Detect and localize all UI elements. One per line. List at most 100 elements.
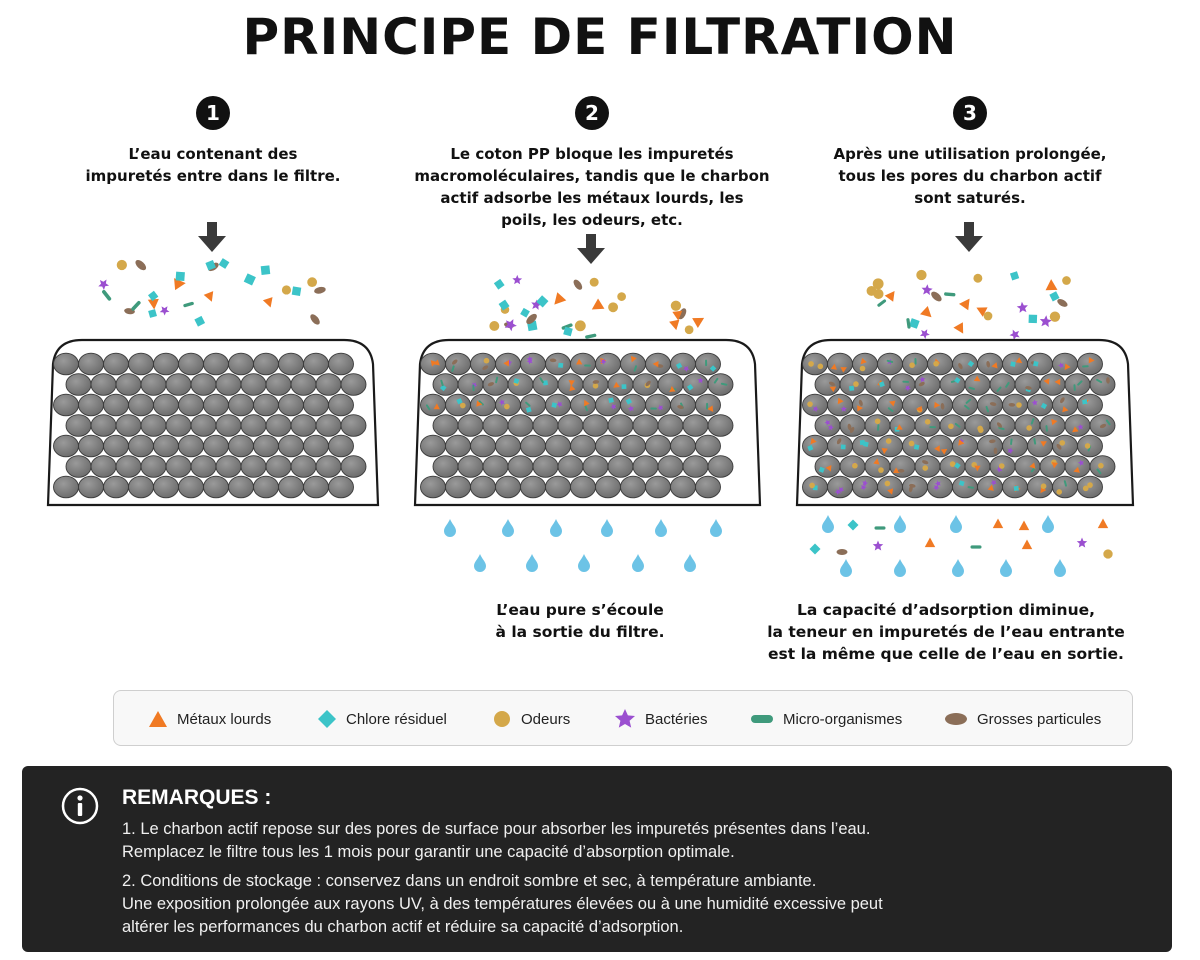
heavy-metal-particle [934,401,941,409]
chlorine-particle [218,258,230,269]
carbon-granule [952,434,978,458]
note-line: 1. Le charbon actif repose sur des pores… [122,820,871,838]
large-particle [592,380,600,384]
heavy-metal-particle [825,465,832,472]
microorganism-particle [1045,425,1048,432]
heavy-metal-particle [613,381,620,388]
large-particle [482,365,489,370]
carbon-granule [707,373,734,396]
carbon-granule [303,352,329,376]
carbon-granule [852,393,878,417]
carbon-granule [620,434,646,458]
odor-particle [885,438,892,444]
carbon-granule [632,414,659,437]
microorganism-particle [954,422,961,428]
chlorine-particle [1033,361,1039,367]
carbon-granule [303,393,329,417]
microorganism-particle [539,377,544,384]
carbon-granule [420,393,446,417]
filtration-diagram [46,222,1135,577]
carbon-granule [827,393,853,417]
odor-particle [281,285,292,295]
carbon-granule [1002,434,1028,458]
carbon-granule [78,393,104,417]
carbon-granule [877,475,903,499]
chlorine-particle [608,397,614,404]
ellipse-icon [945,713,967,725]
carbon-granule [103,393,129,417]
step-2-line: Le coton PP bloque les impuretés [450,145,734,163]
microorganism-particle [1105,419,1111,426]
carbon-granule [814,455,841,478]
large-particle [310,314,320,325]
heavy-metal-particle [976,307,988,317]
microorganism-particle [968,386,975,390]
carbon-granule [457,373,484,396]
bacteria-particle [610,403,617,411]
carbon-granule [253,393,279,417]
odor-particle [589,277,599,287]
carbon-granule [340,455,367,478]
large-particle [918,381,925,387]
bacteria-particle [526,358,533,365]
water-drop-icon [655,519,667,537]
step-1-number: 1 [196,96,230,130]
carbon-granule [927,393,953,417]
heavy-metal-particle [959,298,970,311]
carbon-granule [802,352,828,376]
carbon-granule [215,373,242,396]
bacteria-particle [627,405,634,412]
heavy-metal-particle [884,290,895,302]
chlorine-particle [536,295,549,308]
large-particle [1099,423,1107,429]
carbon-granule [1052,352,1078,376]
microorganism-particle [183,301,194,308]
carbon-granule [1077,352,1103,376]
carbon-granule [927,434,953,458]
heavy-metal-particle [829,386,837,393]
microorganism-particle [906,318,911,329]
carbon-granule [507,414,534,437]
heavy-metal-particle [1040,441,1047,447]
carbon-granule [53,475,79,499]
heavy-metal-particle [1045,279,1058,291]
carbon-granule [520,475,546,499]
carbon-granule [545,434,571,458]
bacteria-particle [159,306,170,316]
carbon-granule [570,434,596,458]
bacteria-particle [556,401,563,408]
large-particle [986,360,991,368]
microorganism-particle [650,407,657,410]
carbon-granule [420,475,446,499]
carbon-granule [340,373,367,396]
odor-particle [884,480,891,487]
carbon-granule [977,434,1003,458]
bacteria-particle [657,404,664,411]
carbon-granule [328,475,354,499]
carbon-granule [278,393,304,417]
heavy-metal-particle [147,298,159,310]
microorganism-particle [1082,365,1089,368]
chlorine-particle [558,362,564,368]
carbon-granule [178,434,204,458]
carbon-granule [190,455,217,478]
microorganism-particle [874,526,886,530]
carbon-granule [520,352,546,376]
step-3-output-line: est la même que celle de l’eau en sortie… [768,645,1124,663]
carbon-granule [645,393,671,417]
chlorine-particle [148,309,157,318]
microorganism-particle [1033,438,1037,445]
carbon-granule [877,393,903,417]
heavy-metal-particle [830,363,837,370]
step-3-line: tous les pores du charbon actif [838,167,1102,185]
heavy-metal-particle [915,406,922,413]
microorganism-particle [713,377,719,384]
carbon-granule [90,455,117,478]
microorganism-particle [902,380,910,383]
large-particle [1008,403,1016,407]
large-particle [314,286,326,294]
carbon-granule [240,414,267,437]
large-particle [1025,386,1032,390]
chlorine-particle [175,271,185,281]
chlorine-particle [840,444,846,450]
